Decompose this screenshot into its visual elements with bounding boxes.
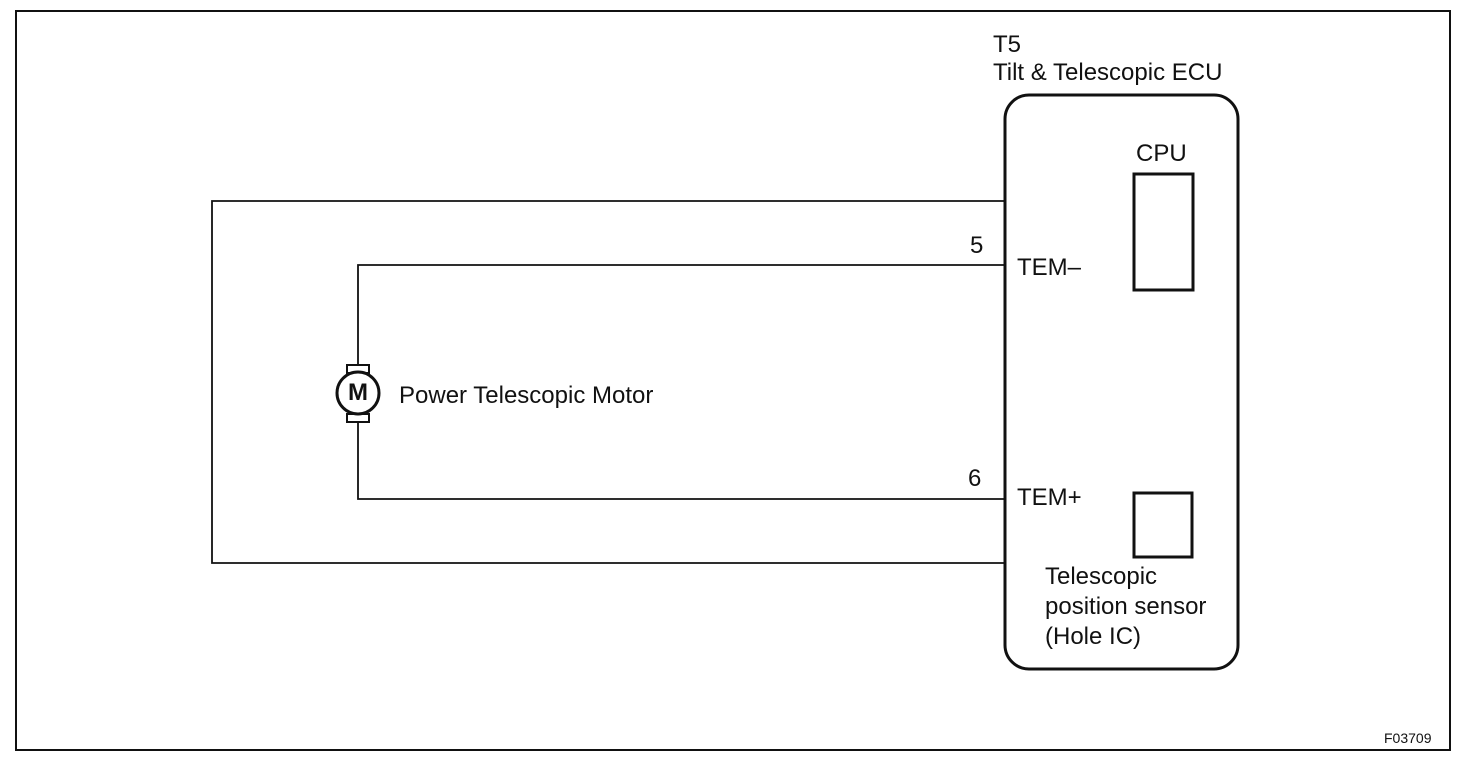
pin-name-tem-minus: TEM– xyxy=(1017,254,1082,281)
sensor-label-line-2: position sensor xyxy=(1045,593,1207,620)
sensor-label-line-3: (Hole IC) xyxy=(1045,623,1142,650)
ecu-box xyxy=(1003,93,1240,671)
wire-tem-plus xyxy=(357,422,1005,500)
pin-number-5: 5 xyxy=(970,232,984,259)
motor-symbol-letter: M xyxy=(348,379,368,406)
figure-id: F03709 xyxy=(1384,730,1432,746)
motor-symbol xyxy=(335,364,381,423)
pin-number-6: 6 xyxy=(968,465,982,492)
motor-circle xyxy=(335,370,381,416)
wire-tem-minus xyxy=(357,264,1005,365)
cpu-box xyxy=(1132,172,1195,292)
motor-label: Power Telescopic Motor xyxy=(399,382,654,409)
outer-loop-wire xyxy=(211,200,1005,564)
sensor-label-line-1: Telescopic xyxy=(1045,563,1158,590)
pin-name-tem-plus: TEM+ xyxy=(1017,484,1082,511)
ecu-connector-id: T5 xyxy=(993,31,1022,58)
cpu-label: CPU xyxy=(1136,140,1187,167)
sensor-box xyxy=(1132,491,1194,559)
ecu-name: Tilt & Telescopic ECU xyxy=(993,59,1223,86)
diagram-frame xyxy=(15,10,1451,751)
